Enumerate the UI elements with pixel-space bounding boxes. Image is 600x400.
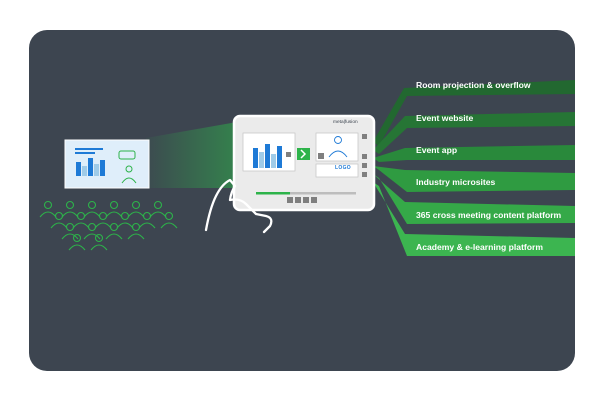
projection-beam bbox=[146, 122, 237, 188]
play-icon bbox=[287, 197, 293, 203]
output-industry-microsites: Industry microsites bbox=[416, 171, 575, 193]
output-label: Event app bbox=[416, 145, 458, 155]
progress-fill bbox=[256, 192, 290, 195]
tablet-icon bbox=[232, 114, 376, 212]
arrow-right-icon bbox=[297, 148, 310, 160]
logo-placeholder: LOGO bbox=[335, 165, 351, 171]
output-label: Room projection & overflow bbox=[416, 80, 531, 90]
audience-icon bbox=[39, 200, 178, 251]
scene-illustration bbox=[39, 80, 575, 256]
presenter-icon bbox=[118, 150, 137, 184]
hand-icon bbox=[204, 178, 273, 234]
output-label: Academy & e-learning platform bbox=[416, 242, 544, 252]
output-room-projection: Room projection & overflow bbox=[416, 74, 575, 96]
output-event-app: Event app bbox=[416, 139, 575, 161]
output-365-platform: 365 cross meeting content platform bbox=[416, 204, 575, 226]
output-academy: Academy & e-learning platform bbox=[416, 236, 575, 258]
progress-track bbox=[256, 192, 356, 195]
illustration-panel: meta|fusion LOGO Room projection & overf… bbox=[29, 30, 575, 371]
output-label: Industry microsites bbox=[416, 177, 496, 187]
brand-logo: meta|fusion bbox=[333, 120, 358, 125]
projection-screen bbox=[64, 139, 150, 189]
output-event-website: Event website bbox=[416, 107, 575, 129]
output-label: 365 cross meeting content platform bbox=[416, 210, 562, 220]
output-rays bbox=[373, 80, 575, 256]
share-icon bbox=[295, 197, 301, 203]
output-label: Event website bbox=[416, 113, 474, 123]
fullscreen-icon bbox=[303, 197, 309, 203]
